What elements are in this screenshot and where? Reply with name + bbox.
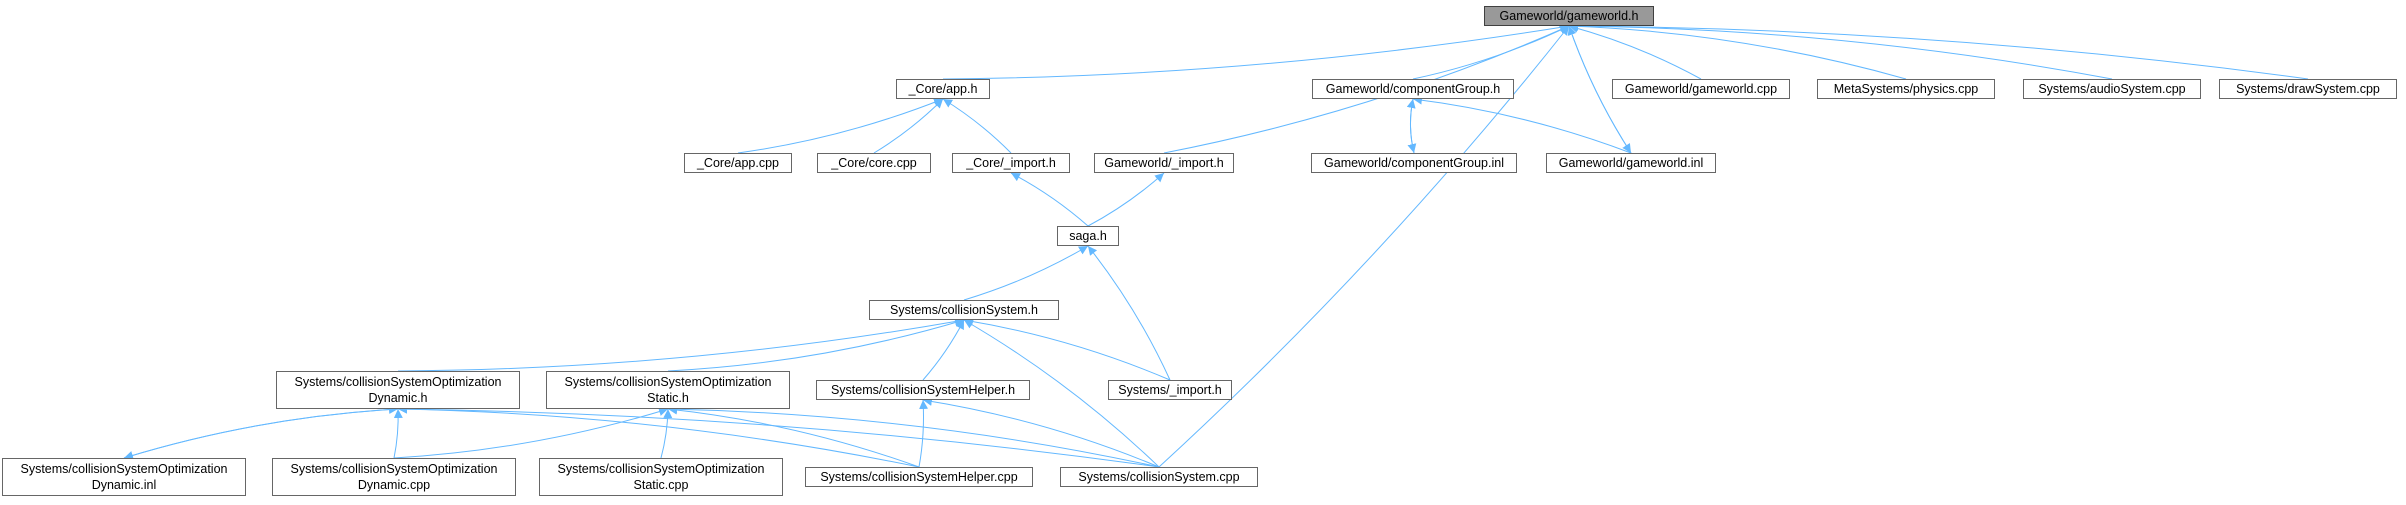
edge-core_import_h-to-core_app_h bbox=[942, 98, 1012, 154]
edge-helper_cpp-to-helper_h bbox=[918, 399, 929, 468]
edge-opt_dynamic_h-to-collisionsystem_h bbox=[397, 317, 965, 372]
edge-componentgroup_h-to-componentgroup_inl bbox=[1407, 98, 1417, 154]
node-collisionsystemoptimization-static-cpp[interactable]: Systems/collisionSystemOptimization Stat… bbox=[539, 458, 783, 496]
edge-opt_dynamic_cpp-to-opt_static_h bbox=[393, 407, 669, 459]
node-label: Gameworld/componentGroup.inl bbox=[1324, 156, 1504, 170]
node-gameworld-cpp[interactable]: Gameworld/gameworld.cpp bbox=[1612, 79, 1790, 99]
edge-collisionsystem_cpp-to-gameworld_h bbox=[1158, 25, 1570, 468]
edge-systems_import_h-to-saga_h bbox=[1087, 245, 1171, 381]
node-label-line2: Static.cpp bbox=[633, 478, 689, 492]
node-collisionsystemoptimization-dynamic-inl[interactable]: Systems/collisionSystemOptimization Dyna… bbox=[2, 458, 246, 496]
edge-gameworld_h-to-gameworld_inl bbox=[1568, 25, 1632, 154]
node-label: saga.h bbox=[1069, 229, 1107, 243]
node-audiosystem-cpp[interactable]: Systems/audioSystem.cpp bbox=[2023, 79, 2201, 99]
node-label: _Core/_import.h bbox=[966, 156, 1056, 170]
edge-opt_static_h-to-collisionsystem_h bbox=[667, 318, 965, 372]
node-label: MetaSystems/physics.cpp bbox=[1833, 82, 1979, 96]
node-gameworld-import-h[interactable]: Gameworld/_import.h bbox=[1094, 153, 1234, 173]
node-label: Systems/collisionSystemHelper.h bbox=[830, 383, 1016, 397]
edge-collisionsystem_cpp-to-collisionsystem_h bbox=[963, 319, 1160, 468]
node-label: _Core/app.h bbox=[908, 82, 978, 96]
node-label: _Core/app.cpp bbox=[696, 156, 779, 170]
node-label: Gameworld/_import.h bbox=[1104, 156, 1224, 170]
edge-collisionsystem_h-to-saga_h bbox=[963, 245, 1089, 301]
edge-opt_dynamic_cpp-to-opt_dynamic_h bbox=[393, 408, 403, 459]
edge-saga_h-to-gameworld_import_h bbox=[1087, 172, 1165, 227]
node-label-line2: Dynamic.inl bbox=[91, 478, 157, 492]
node-physics-cpp[interactable]: MetaSystems/physics.cpp bbox=[1817, 79, 1995, 99]
node-componentgroup-h[interactable]: Gameworld/componentGroup.h bbox=[1312, 79, 1514, 99]
edge-gameworld_cpp-to-gameworld_h bbox=[1568, 23, 1702, 80]
edge-drawsystem_cpp-to-gameworld_h bbox=[1568, 21, 2309, 80]
edge-helper_cpp-to-opt_static_h bbox=[667, 405, 920, 468]
node-label-line1: Systems/collisionSystemOptimization bbox=[294, 375, 502, 389]
node-saga-h[interactable]: saga.h bbox=[1057, 226, 1119, 246]
node-label: Systems/drawSystem.cpp bbox=[2236, 82, 2380, 96]
node-gameworld-inl[interactable]: Gameworld/gameworld.inl bbox=[1546, 153, 1716, 173]
node-label-line2: Dynamic.h bbox=[368, 391, 428, 405]
node-label: Systems/audioSystem.cpp bbox=[2038, 82, 2186, 96]
node-collisionsystemoptimization-dynamic-h[interactable]: Systems/collisionSystemOptimization Dyna… bbox=[276, 371, 520, 409]
node-label-line1: Systems/collisionSystemOptimization bbox=[20, 462, 228, 476]
edge-core_app_cpp-to-core_app_h bbox=[737, 98, 944, 154]
node-label: Systems/_import.h bbox=[1118, 383, 1222, 397]
node-core-app-cpp[interactable]: _Core/app.cpp bbox=[684, 153, 792, 173]
node-label-line2: Static.h bbox=[647, 391, 689, 405]
node-componentgroup-inl[interactable]: Gameworld/componentGroup.inl bbox=[1311, 153, 1517, 173]
edge-collisionsystem_cpp-to-helper_h bbox=[922, 396, 1160, 468]
edge-componentgroup_h-to-gameworld_h bbox=[1412, 25, 1570, 80]
node-collisionsystem-h[interactable]: Systems/collisionSystem.h bbox=[869, 300, 1059, 320]
node-collisionsystemhelper-cpp[interactable]: Systems/collisionSystemHelper.cpp bbox=[805, 467, 1033, 487]
node-label: Systems/collisionSystemHelper.cpp bbox=[820, 470, 1018, 484]
node-core-core-cpp[interactable]: _Core/core.cpp bbox=[817, 153, 931, 173]
node-core-app-h[interactable]: _Core/app.h bbox=[896, 79, 990, 99]
edge-collisionsystem_cpp-to-opt_static_h bbox=[667, 404, 1160, 468]
node-label: Systems/collisionSystem.h bbox=[890, 303, 1038, 317]
node-label: _Core/core.cpp bbox=[831, 156, 917, 170]
edge-gameworld_inl-to-componentgroup_h bbox=[1412, 95, 1632, 154]
edge-opt_static_cpp-to-opt_static_h bbox=[660, 408, 673, 459]
edge-audiosystem_cpp-to-gameworld_h bbox=[1568, 21, 2113, 80]
edge-core_core_cpp-to-core_app_h bbox=[873, 98, 944, 154]
node-label: Gameworld/gameworld.h bbox=[1499, 9, 1639, 23]
node-gameworld-h: Gameworld/gameworld.h bbox=[1484, 6, 1654, 26]
node-label: Systems/collisionSystem.cpp bbox=[1078, 470, 1240, 484]
node-collisionsystemoptimization-static-h[interactable]: Systems/collisionSystemOptimization Stat… bbox=[546, 371, 790, 409]
edge-opt_dynamic_h-to-opt_dynamic_inl bbox=[123, 408, 399, 460]
edge-helper_cpp-to-opt_dynamic_h bbox=[397, 404, 920, 468]
node-label-line1: Systems/collisionSystemOptimization bbox=[557, 462, 765, 476]
node-systems-import-h[interactable]: Systems/_import.h bbox=[1108, 380, 1232, 400]
edge-physics_cpp-to-gameworld_h bbox=[1568, 21, 1907, 80]
node-core-import-h[interactable]: _Core/_import.h bbox=[952, 153, 1070, 173]
node-label-line1: Systems/collisionSystemOptimization bbox=[564, 375, 772, 389]
node-label-line2: Dynamic.cpp bbox=[357, 478, 431, 492]
edge-core_app_h-to-gameworld_h bbox=[942, 22, 1570, 80]
edge-helper_h-to-collisionsystem_h bbox=[922, 319, 965, 381]
node-drawsystem-cpp[interactable]: Systems/drawSystem.cpp bbox=[2219, 79, 2397, 99]
node-collisionsystemoptimization-dynamic-cpp[interactable]: Systems/collisionSystemOptimization Dyna… bbox=[272, 458, 516, 496]
node-label: Gameworld/gameworld.cpp bbox=[1624, 82, 1778, 96]
node-label: Gameworld/gameworld.inl bbox=[1558, 156, 1704, 170]
edge-opt_dynamic_inl-to-opt_dynamic_h bbox=[123, 405, 399, 459]
node-collisionsystem-cpp[interactable]: Systems/collisionSystem.cpp bbox=[1060, 467, 1258, 487]
edge-saga_h-to-core_import_h bbox=[1010, 172, 1089, 227]
node-collisionsystemhelper-h[interactable]: Systems/collisionSystemHelper.h bbox=[816, 380, 1030, 400]
node-label: Gameworld/componentGroup.h bbox=[1325, 82, 1501, 96]
edge-systems_import_h-to-collisionsystem_h bbox=[963, 317, 1171, 381]
edge-collisionsystem_cpp-to-opt_dynamic_h bbox=[397, 404, 1160, 468]
node-label-line1: Systems/collisionSystemOptimization bbox=[290, 462, 498, 476]
